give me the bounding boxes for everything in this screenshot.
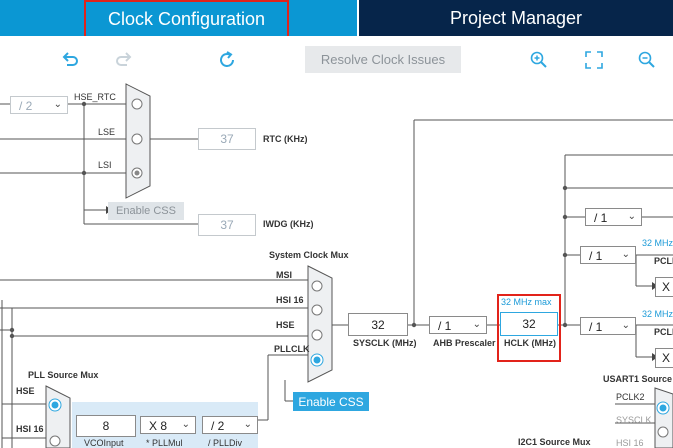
pclk2-label: PCLK (654, 327, 673, 337)
apb2-prescaler-dropdown[interactable]: / 1 ⌄ (580, 317, 636, 335)
sysclk-field[interactable]: 32 (348, 313, 408, 336)
pll-mux-hsi16-label: HSI 16 (16, 424, 44, 434)
hse-rtc-label: HSE_RTC (74, 92, 116, 102)
ahb-prescaler-label: AHB Prescaler (433, 338, 496, 348)
sysclk-mux-hse-label: HSE (276, 320, 295, 330)
iwdg-frequency-value: 37 (220, 218, 234, 232)
chevron-down-icon: ⌄ (53, 99, 62, 110)
iwdg-unit-label: IWDG (KHz) (263, 219, 314, 229)
chevron-down-icon: ⌄ (621, 249, 630, 260)
chevron-down-icon: ⌄ (181, 419, 190, 430)
pll-source-mux-title: PLL Source Mux (28, 370, 99, 380)
undo-icon[interactable] (60, 50, 80, 70)
fit-screen-icon[interactable] (584, 50, 604, 70)
tab-bar: Project Manager Clock Configuration (0, 0, 673, 38)
pll-mux-hse-label: HSE (16, 386, 35, 396)
pclk1-label: PCLK (654, 256, 673, 266)
system-clock-mux-title: System Clock Mux (269, 250, 349, 260)
zoom-out-icon[interactable] (637, 50, 657, 70)
hse-rtc-divider-value: / 2 (19, 99, 33, 113)
usart1-pclk2-label: PCLK2 (616, 392, 645, 402)
hclk-highlight (497, 294, 561, 362)
sysclk-mux-pllclk-label: PLLCLK (274, 344, 310, 354)
chevron-down-icon: ⌄ (472, 319, 481, 330)
pclk1-max-label: 32 MHz (642, 238, 673, 248)
hse-rtc-divider-dropdown[interactable]: / 2 ⌄ (10, 96, 68, 114)
tab-clock-configuration-bg[interactable] (0, 0, 357, 36)
ahb-prescaler-dropdown[interactable]: / 1 ⌄ (429, 316, 487, 334)
hclk-field[interactable]: 32 (500, 312, 558, 336)
i2c1-source-mux-title: I2C1 Source Mux (518, 437, 591, 447)
apb2-prescaler-value: / 1 (589, 320, 603, 334)
apb1-prescaler-value: / 1 (589, 249, 603, 263)
pll-div-value: / 2 (211, 419, 225, 433)
usart1-sysclk-label: SYSCLK (616, 415, 652, 425)
usart1-source-mux-shape (654, 387, 673, 448)
rtc-enable-css-label: Enable CSS (116, 205, 176, 217)
lsi-label: LSI (98, 160, 112, 170)
system-clock-mux-shape (307, 265, 333, 383)
pclk2-multiplier-field[interactable]: X (655, 348, 673, 368)
pll-div-dropdown[interactable]: / 2 ⌄ (202, 416, 258, 434)
pll-mul-label: * PLLMul (146, 438, 183, 448)
tab-project-manager-label: Project Manager (449, 7, 583, 28)
usart1-hsi16-label: HSI 16 (616, 438, 644, 448)
sysclk-enable-css-label: Enable CSS (298, 394, 364, 409)
apb1-prescaler-dropdown[interactable]: / 1 ⌄ (580, 246, 636, 264)
vco-input-value: 8 (102, 419, 110, 433)
rtc-frequency-field[interactable]: 37 (198, 128, 256, 150)
chevron-down-icon: ⌄ (621, 320, 630, 331)
iwdg-frequency-field[interactable]: 37 (198, 214, 256, 236)
tab-project-manager[interactable]: Project Manager (359, 0, 673, 36)
usart1-source-mux-title: USART1 Source (603, 374, 673, 384)
right-divider-1-value: / 1 (594, 211, 608, 225)
refresh-icon[interactable] (217, 50, 237, 70)
sysclk-enable-css-button[interactable]: Enable CSS (293, 392, 369, 411)
pclk2-max-label: 32 MHz (642, 309, 673, 319)
hclk-max-label: 32 MHz max (501, 297, 552, 307)
redo-icon[interactable] (114, 50, 134, 70)
pll-div-label: / PLLDiv (208, 438, 243, 448)
hclk-value: 32 (522, 317, 536, 331)
sysclk-value: 32 (371, 317, 385, 332)
tab-clock-configuration-label: Clock Configuration (107, 8, 266, 29)
vco-input-field[interactable]: 8 (76, 415, 136, 437)
pll-mul-value: X 8 (149, 419, 168, 433)
lse-label: LSE (98, 127, 116, 137)
pclk1-multiplier-field[interactable]: X (655, 277, 673, 297)
rtc-enable-css-button[interactable]: Enable CSS (108, 202, 184, 220)
chevron-down-icon: ⌄ (243, 419, 252, 430)
vco-input-label: VCOInput (84, 438, 124, 448)
sysclk-mux-msi-label: MSI (276, 270, 293, 280)
sysclk-mux-hsi16-label: HSI 16 (276, 295, 304, 305)
rtc-unit-label: RTC (KHz) (263, 134, 308, 144)
pclk1-multiplier-value: X (661, 280, 670, 294)
ahb-prescaler-value: / 1 (438, 319, 452, 333)
sysclk-label: SYSCLK (MHz) (353, 338, 417, 348)
pclk2-multiplier-value: X (661, 351, 670, 365)
chevron-down-icon: ⌄ (627, 211, 636, 222)
rtc-frequency-value: 37 (220, 132, 234, 146)
right-divider-1-dropdown[interactable]: / 1 ⌄ (585, 208, 642, 226)
zoom-in-icon[interactable] (529, 50, 549, 70)
pll-mul-dropdown[interactable]: X 8 ⌄ (140, 416, 196, 434)
hclk-label: HCLK (MHz) (504, 338, 556, 348)
resolve-clock-issues-button[interactable]: Resolve Clock Issues (305, 46, 461, 73)
